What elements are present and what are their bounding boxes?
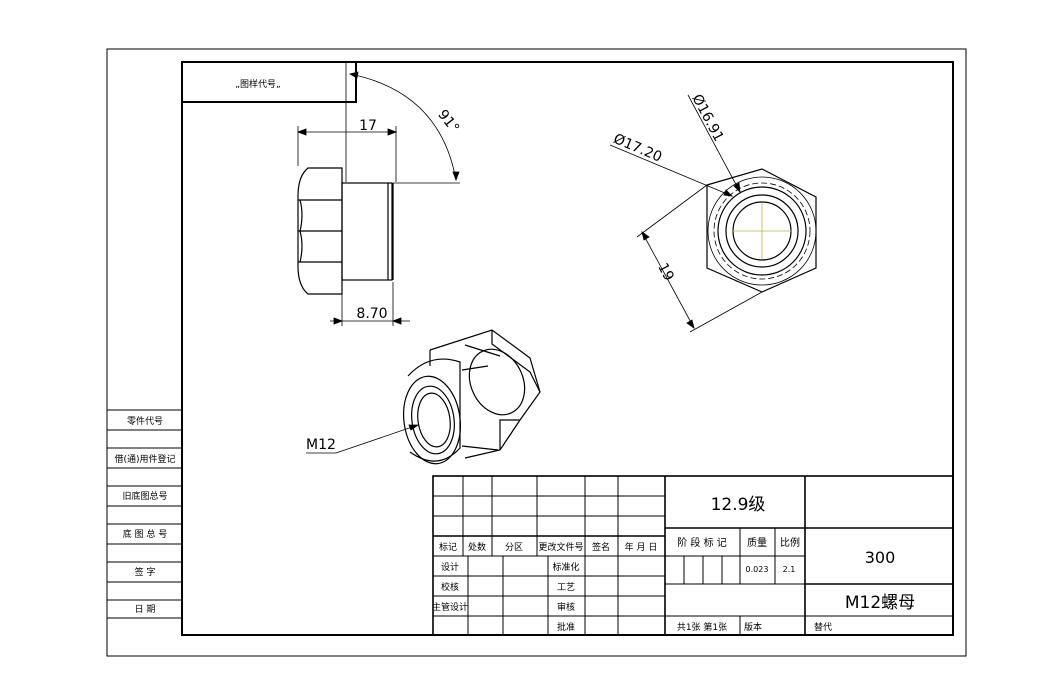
- title-block: [432, 475, 954, 636]
- drawing-code-box: „图样代号„: [181, 61, 357, 103]
- side-label-old-base-number: 旧底图总号: [122, 490, 167, 502]
- side-label-base-number: 底 图 总 号: [123, 528, 168, 540]
- title-scale-value: 300: [865, 548, 896, 567]
- sheet-count: 共1张 第1张: [677, 621, 727, 633]
- role-design: 设计: [441, 561, 459, 573]
- role-chief-design: 主管设计: [432, 601, 468, 613]
- side-label-date: 日 期: [135, 604, 156, 615]
- role-process: 工艺: [557, 582, 575, 593]
- stage-mark-label: 阶 段 标 记: [677, 536, 727, 549]
- rev-header-date: 年 月 日: [625, 541, 658, 553]
- role-standardization: 标准化: [552, 561, 579, 573]
- ratio-label: 比例: [780, 536, 800, 549]
- role-approve: 批准: [557, 621, 575, 633]
- role-check: 校核: [441, 581, 459, 593]
- nut-isometric-view: [403, 329, 541, 465]
- side-label-signature: 签 字: [135, 566, 156, 578]
- rev-header-zone: 分区: [505, 542, 523, 553]
- thread-leader: [306, 424, 420, 454]
- version-label: 版本: [744, 621, 762, 633]
- side-view-dimensions: [296, 62, 460, 326]
- mass-label: 质量: [747, 537, 767, 549]
- top-view-dimensions: [609, 94, 763, 333]
- title-grade: 12.9级: [711, 495, 766, 515]
- role-review: 审核: [557, 601, 575, 613]
- dim-width-bottom: 8.70: [356, 306, 387, 322]
- side-label-borrowed-register: 借(通)用件登记: [114, 453, 175, 465]
- dim-dia-inner: Ø16.91: [688, 92, 726, 145]
- nut-side-view: [297, 167, 394, 295]
- dim-thread: M12: [306, 437, 336, 453]
- dim-width-top: 17: [359, 118, 377, 134]
- dim-dia-outer: Ø17.20: [611, 131, 664, 166]
- mass-value: 0.023: [746, 565, 769, 574]
- ratio-value: 2.1: [783, 565, 796, 574]
- dim-across-flats: 19: [654, 260, 676, 283]
- rev-header-signature: 签名: [592, 541, 610, 553]
- drawing-code-label: „图样代号„: [235, 78, 280, 90]
- outer-frame: [106, 48, 967, 657]
- title-part-name: M12螺母: [845, 593, 915, 613]
- rev-header-count: 处数: [468, 541, 486, 553]
- rev-header-change-doc: 更改文件号: [538, 541, 583, 553]
- rev-header-mark: 标记: [439, 541, 457, 553]
- nut-top-view: [706, 168, 817, 293]
- side-registration-column: [107, 409, 182, 619]
- replace-label: 替代: [814, 621, 832, 633]
- side-label-part-code: 零件代号: [127, 415, 163, 427]
